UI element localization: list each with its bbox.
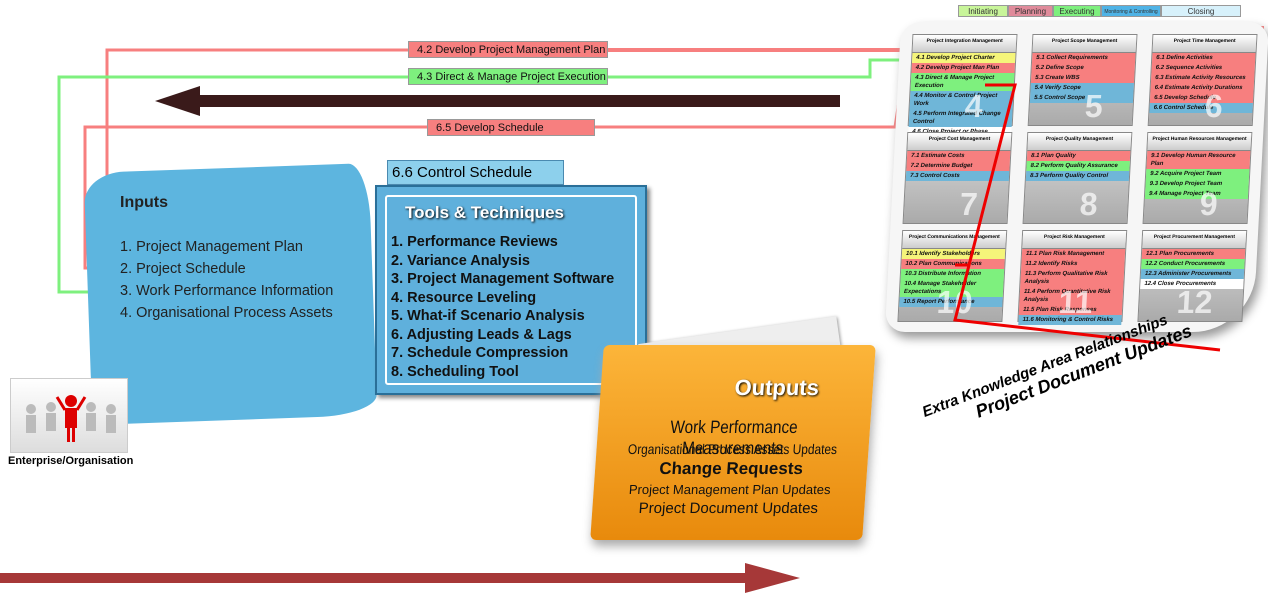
phase-initiating: Initiating <box>958 5 1008 17</box>
people-icon <box>26 395 116 442</box>
tools-techniques-box: Tools & Techniques 1. Performance Review… <box>375 185 647 395</box>
output-item: Change Requests <box>658 459 804 478</box>
phase-planning: Planning <box>1008 5 1053 17</box>
process-item: 6.1 Define Activities <box>1151 53 1256 63</box>
phase-executing: Executing <box>1053 5 1101 17</box>
tool-item: 2. Variance Analysis <box>391 253 530 269</box>
enterprise-label: Enterprise/Organisation <box>8 455 134 467</box>
input-item: 1. Project Management Plan <box>120 239 303 255</box>
link-6-5-label: 6.5 Develop Schedule <box>427 119 595 136</box>
process-item: 4.1 Develop Project Charter <box>911 53 1016 63</box>
enterprise-image <box>10 378 128 453</box>
link-4-2-label: 4.2 Develop Project Management Plan <box>408 41 608 58</box>
tools-title: Tools & Techniques <box>405 203 564 222</box>
outputs-title: Outputs <box>733 375 820 400</box>
inputs-title: Inputs <box>120 194 168 211</box>
process-item: 5.2 Define Scope <box>1031 63 1135 73</box>
tool-item: 7. Schedule Compression <box>391 345 569 361</box>
link-4-3-label: 4.3 Direct & Manage Project Execution <box>408 68 608 85</box>
output-item: Project Document Updates <box>638 500 819 517</box>
output-item: Organisational Process Assets Updates <box>627 441 838 457</box>
left-arrow <box>155 86 840 116</box>
tool-item: 4. Resource Leveling <box>391 290 537 306</box>
process-tab: 6.6 Control Schedule <box>387 160 564 185</box>
input-item: 4. Organisational Process Assets <box>120 305 333 321</box>
outputs-folder: Outputs Work Performance Measurements Or… <box>590 345 876 540</box>
bottom-arrow <box>0 563 800 593</box>
tool-item: 1. Performance Reviews <box>391 234 558 250</box>
phase-monitoring: Monitoring & Controlling <box>1101 5 1161 17</box>
process-item: 5.1 Collect Requirements <box>1031 53 1136 63</box>
red-link-line <box>953 83 1221 352</box>
process-item: 6.2 Sequence Activities <box>1151 63 1255 73</box>
output-item: Project Management Plan Updates <box>628 482 832 497</box>
knowledge-area-title: Project Scope Management <box>1032 35 1137 53</box>
tool-item: 5. What-if Scenario Analysis <box>391 308 585 324</box>
tool-item: 6. Adjusting Leads & Lags <box>391 327 572 343</box>
tool-item: 8. Scheduling Tool <box>391 364 519 380</box>
tool-item: 3. Project Management Software <box>391 271 615 287</box>
input-item: 3. Work Performance Information <box>120 283 334 299</box>
link-line-4-3-grid <box>608 58 920 79</box>
process-item: 4.2 Develop Project Man Plan <box>911 63 1015 73</box>
input-item: 2. Project Schedule <box>120 261 246 277</box>
phase-closing: Closing <box>1161 5 1241 17</box>
knowledge-area-title: Project Integration Management <box>912 35 1017 53</box>
knowledge-area-title: Project Time Management <box>1152 35 1257 53</box>
